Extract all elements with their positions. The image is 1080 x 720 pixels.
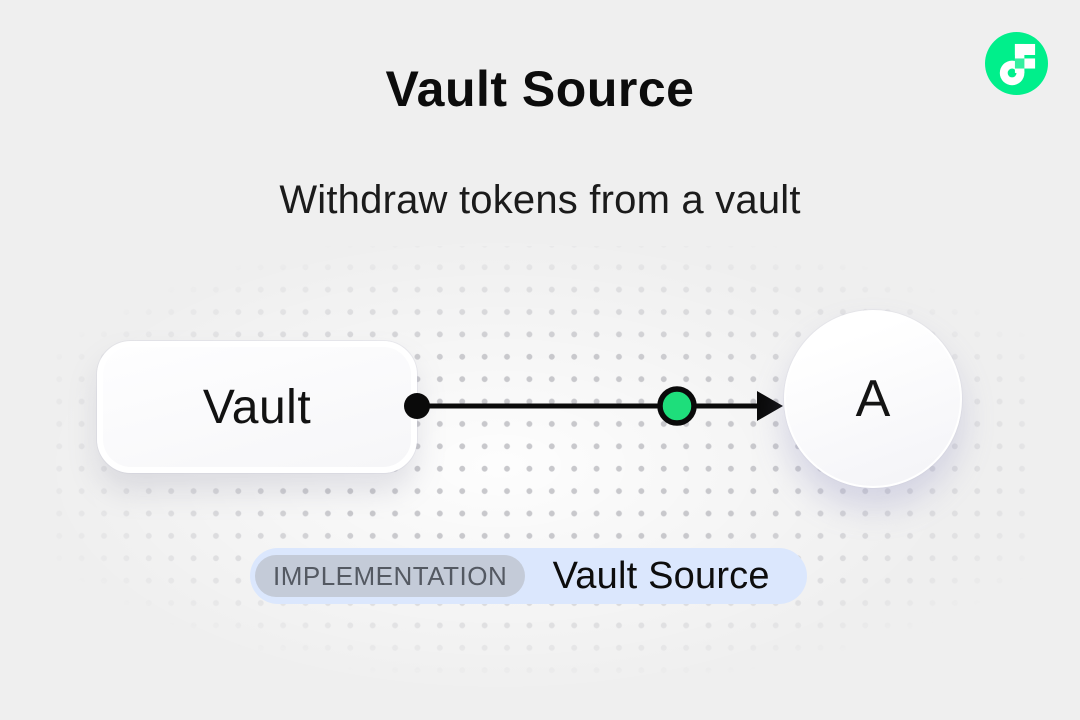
- account-node-label: A: [855, 370, 891, 428]
- vault-node-label: Vault: [202, 380, 312, 434]
- flow-logo-icon: [985, 32, 1048, 95]
- implementation-tag-pill: IMPLEMENTATION: [255, 555, 526, 597]
- account-node: A: [784, 310, 962, 488]
- page-subtitle: Withdraw tokens from a vault: [279, 178, 801, 222]
- page-title: Vault Source: [385, 61, 695, 117]
- implementation-badge: IMPLEMENTATION Vault Source: [250, 548, 807, 604]
- arrow-green-dot: [657, 386, 697, 426]
- vault-node: Vault: [97, 341, 417, 473]
- implementation-tag-label: IMPLEMENTATION: [273, 560, 508, 591]
- arrowhead-icon: [757, 391, 783, 421]
- implementation-name-label: Vault Source: [552, 554, 770, 597]
